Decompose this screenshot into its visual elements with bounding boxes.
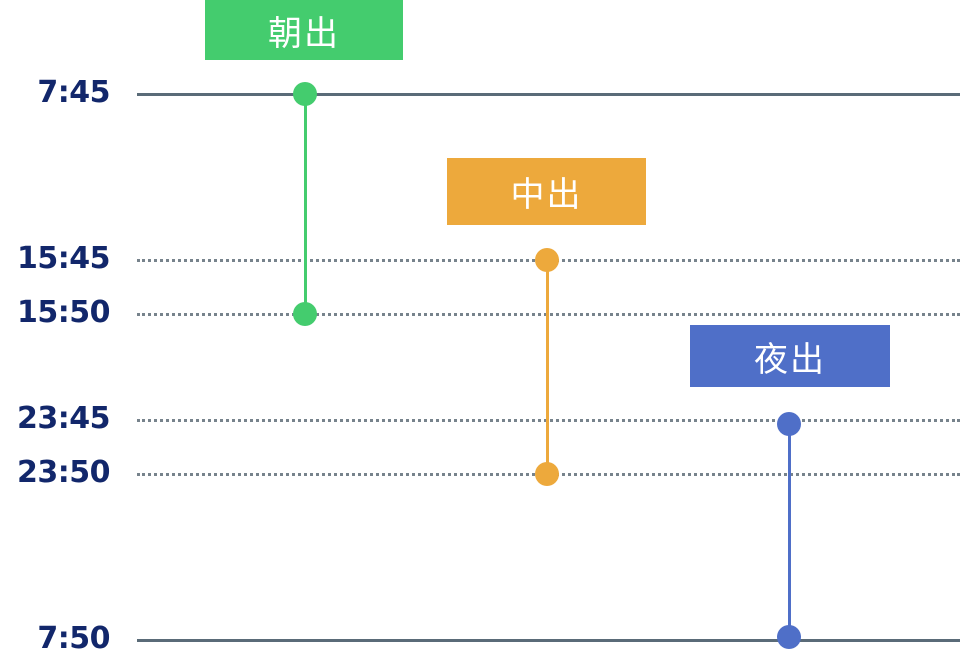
series-label-box[interactable]: 朝出 [205, 0, 403, 60]
series-connector-line [788, 424, 791, 637]
y-tick-label: 7:50 [37, 621, 110, 654]
y-tick-label: 15:50 [17, 295, 111, 330]
series-start-point[interactable] [293, 82, 317, 106]
series-label-box[interactable]: 中出 [447, 158, 646, 225]
series-label-box[interactable]: 夜出 [690, 325, 890, 387]
gridline-7-50 [137, 639, 960, 642]
y-tick-label: 15:45 [17, 241, 111, 276]
series-connector-line [304, 94, 307, 314]
y-tick-label: 23:45 [17, 401, 111, 436]
y-tick-label: 23:50 [17, 455, 111, 490]
series-start-point[interactable] [535, 248, 559, 272]
series-end-point[interactable] [293, 302, 317, 326]
series-start-point[interactable] [777, 412, 801, 436]
gridline-7-45 [137, 93, 960, 96]
series-connector-line [546, 260, 549, 474]
series-end-point[interactable] [535, 462, 559, 486]
series-end-point[interactable] [777, 625, 801, 649]
y-tick-label: 7:45 [37, 75, 110, 110]
